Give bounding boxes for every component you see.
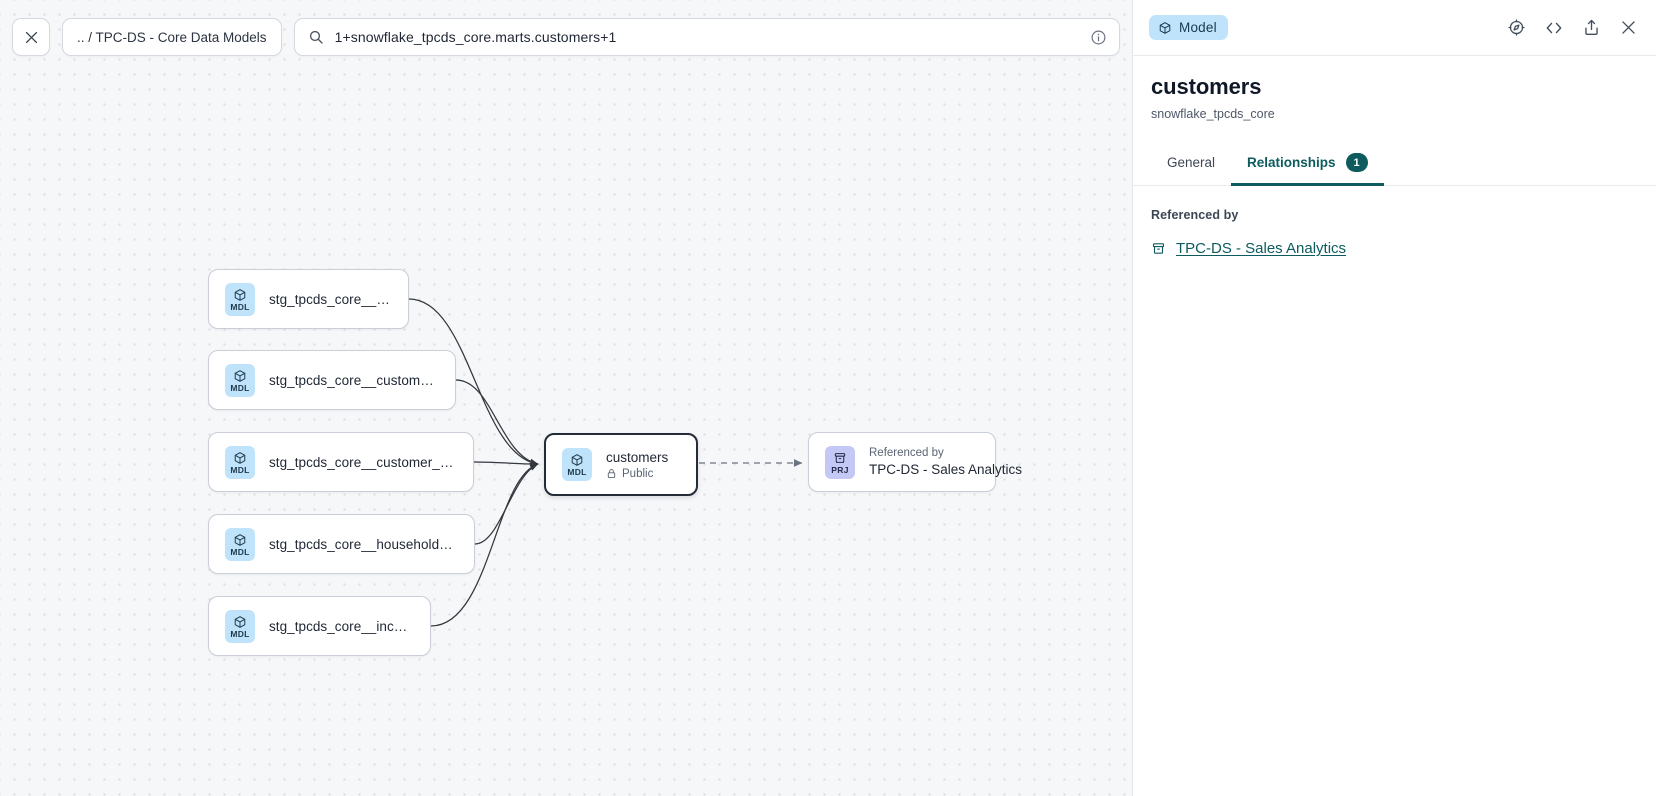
tab-label: Relationships: [1247, 155, 1336, 170]
entity-type-chip[interactable]: Model: [1149, 15, 1228, 40]
node-customers-focus[interactable]: MDL customers Public: [544, 433, 698, 496]
tab-count-badge: 1: [1345, 153, 1368, 172]
badge-label: MDL: [230, 628, 250, 639]
search-icon: [309, 30, 323, 44]
node-kicker: Referenced by: [869, 447, 944, 459]
tab-label: General: [1167, 155, 1216, 170]
lineage-search-bar[interactable]: [293, 18, 1120, 56]
node-title: TPC-DS - Sales Analytics: [869, 462, 1023, 477]
referenced-by-item[interactable]: TPC-DS - Sales Analytics: [1151, 240, 1638, 257]
model-badge: MDL: [225, 527, 255, 561]
details-panel-title-block: customers snowflake_tpcds_core: [1133, 56, 1656, 121]
visibility-label: Public: [622, 467, 654, 480]
details-tabs: General Relationships 1: [1133, 143, 1656, 186]
node-label: stg_tpcds_core__customer_address: [269, 372, 439, 388]
entity-type-label: Model: [1179, 20, 1217, 35]
share-icon[interactable]: [1582, 18, 1601, 37]
search-input[interactable]: [334, 29, 1079, 45]
cube-icon: [234, 615, 246, 628]
lock-icon: [607, 469, 616, 478]
node-upstream-2[interactable]: MDL stg_tpcds_core__customer_demogra…: [208, 432, 474, 492]
breadcrumb[interactable]: .. / TPC-DS - Core Data Models: [62, 18, 282, 56]
referenced-by-link-label: TPC-DS - Sales Analytics: [1176, 240, 1347, 257]
node-title: customers: [606, 449, 669, 465]
details-panel: Model: [1132, 0, 1656, 796]
badge-label: MDL: [567, 467, 587, 477]
model-badge: MDL: [225, 363, 255, 397]
section-title-referenced-by: Referenced by: [1151, 208, 1239, 222]
cube-icon: [1159, 21, 1171, 34]
badge-label: PRJ: [831, 464, 849, 475]
node-label: stg_tpcds_core__customer_demogra…: [269, 454, 457, 470]
lineage-canvas[interactable]: .. / TPC-DS - Core Data Models: [0, 0, 1132, 796]
project-icon: [834, 452, 846, 463]
node-upstream-1[interactable]: MDL stg_tpcds_core__customer_address: [208, 350, 456, 410]
model-badge: MDL: [225, 445, 255, 479]
model-badge: MDL: [562, 448, 592, 481]
node-label: stg_tpcds_core__customer: [269, 291, 392, 307]
code-icon[interactable]: [1544, 18, 1564, 38]
page-title: customers: [1151, 74, 1262, 99]
node-upstream-3[interactable]: MDL stg_tpcds_core__household_demogr…: [208, 514, 475, 574]
node-project-downstream[interactable]: PRJ Referenced by TPC-DS - Sales Analyti…: [808, 432, 1023, 492]
badge-label: MDL: [230, 546, 250, 557]
node-upstream-0[interactable]: MDL stg_tpcds_core__customer: [208, 269, 409, 329]
tab-relationships[interactable]: Relationships 1: [1231, 143, 1384, 186]
badge-label: MDL: [230, 301, 250, 312]
info-icon[interactable]: [1090, 29, 1107, 46]
node-label: stg_tpcds_core__income_band: [269, 618, 414, 634]
graph-nodes: MDL stg_tpcds_core__customer MDL stg_tpc…: [208, 269, 1023, 656]
page-subtitle: snowflake_tpcds_core: [1151, 107, 1275, 121]
close-icon: [25, 31, 37, 43]
cube-icon: [571, 454, 583, 466]
canvas-toolbar: .. / TPC-DS - Core Data Models: [12, 18, 1132, 56]
project-icon: [1151, 241, 1166, 256]
tab-general[interactable]: General: [1151, 143, 1231, 186]
badge-label: MDL: [230, 464, 250, 475]
panel-actions: [1507, 18, 1638, 38]
cube-icon: [234, 288, 246, 301]
cube-icon: [234, 369, 246, 382]
model-badge: MDL: [225, 609, 255, 643]
node-visibility: Public: [606, 468, 668, 480]
explore-icon[interactable]: [1507, 18, 1526, 37]
badge-label: MDL: [230, 382, 250, 393]
relationships-content: Referenced by TPC-DS - Sales Analytics: [1133, 186, 1656, 796]
model-badge: MDL: [225, 282, 255, 316]
close-lineage-button[interactable]: [12, 18, 50, 56]
close-icon[interactable]: [1619, 18, 1638, 37]
cube-icon: [234, 533, 246, 546]
breadcrumb-label: .. / TPC-DS - Core Data Models: [77, 29, 267, 45]
node-label: stg_tpcds_core__household_demogr…: [269, 536, 458, 552]
cube-icon: [234, 451, 246, 464]
node-upstream-4[interactable]: MDL stg_tpcds_core__income_band: [208, 596, 431, 656]
details-panel-header: Model: [1133, 0, 1656, 56]
project-badge: PRJ: [825, 445, 855, 479]
